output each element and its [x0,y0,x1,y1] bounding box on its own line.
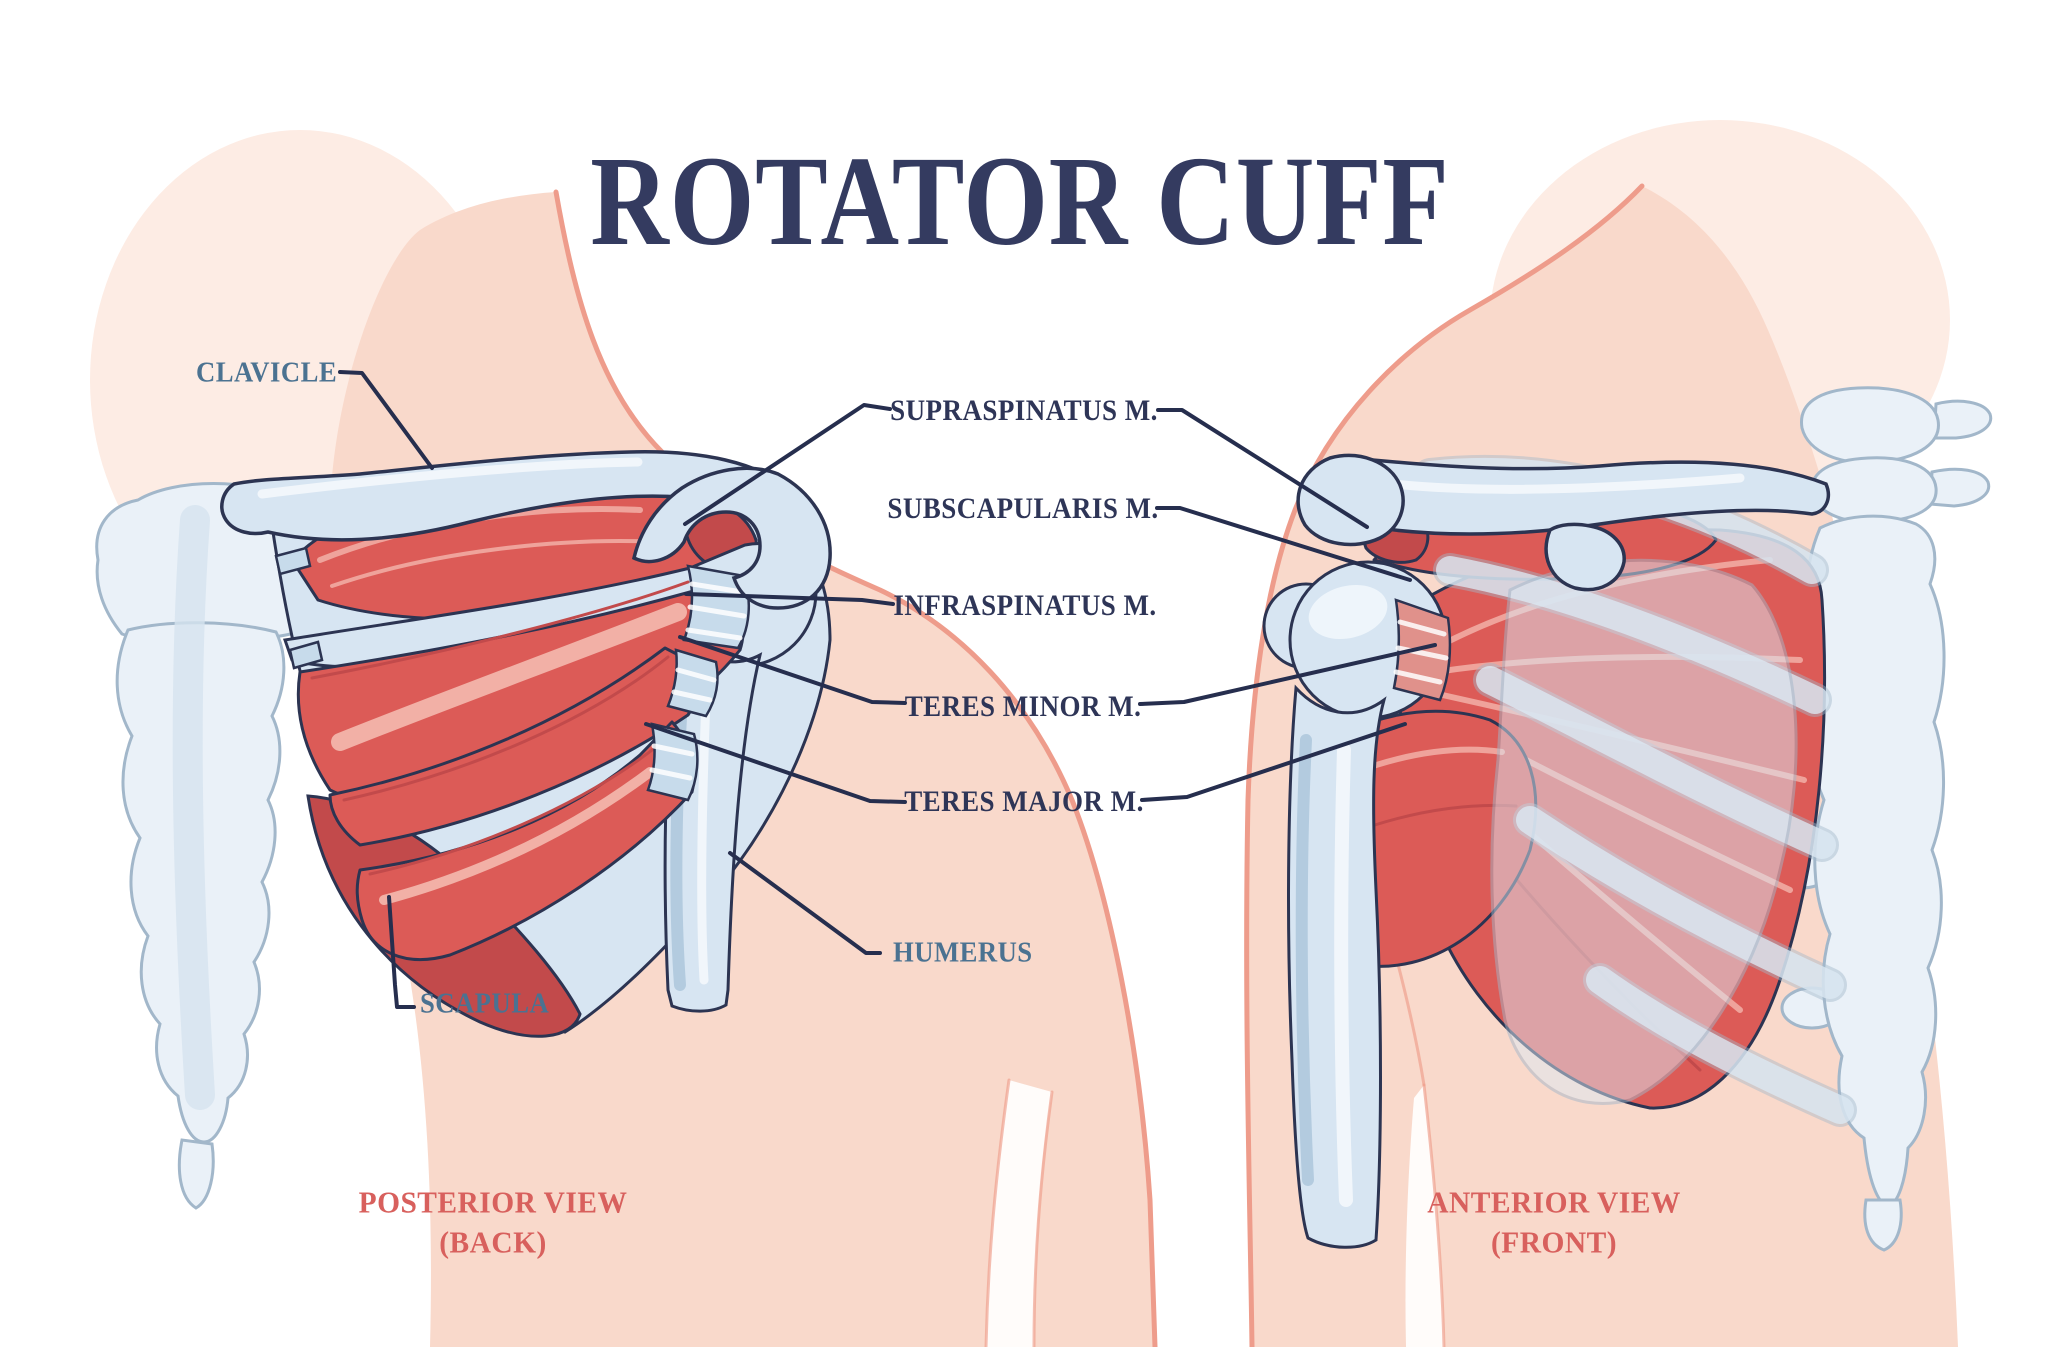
anterior-clavicle-bone [1296,453,1831,592]
posterior-figure [90,130,1158,1347]
supraspinatus-left-leader-line [683,403,892,526]
anterior-armpit-gap [1405,1085,1444,1347]
anterior-view-caption-line1: ANTERIOR VIEW [1427,1184,1681,1220]
anterior-figure [1244,120,1993,1347]
anterior-view-caption-line2: (FRONT) [1490,1224,1618,1259]
posterior-view-caption-line2: (BACK) [439,1224,547,1259]
supraspinatus-label: SUPRASPINATUS M. [890,394,1158,427]
teres-minor-left-leader-line [678,635,907,705]
humerus-leader-line [728,851,882,955]
supraspinatus-right-leader-line [1156,408,1369,529]
posterior-view-caption: POSTERIOR VIEW (BACK) [359,1182,628,1261]
subscapularis-label: SUBSCAPULARIS M. [887,492,1159,525]
posterior-armpit-crease [984,1078,1011,1347]
anterior-skin-outline [1244,183,1645,1347]
posterior-acromion-bone [631,466,832,610]
leader-lines [338,370,1437,1009]
posterior-view-caption-line1: POSTERIOR VIEW [358,1184,628,1220]
posterior-spine [95,482,331,1210]
anterior-humerus-bone [1262,560,1448,1249]
clavicle-leader-line [338,370,434,470]
anterior-acromion-bone [1296,453,1405,547]
teres-minor-label: TERES MINOR M. [904,690,1142,723]
teres-major-right-leader-line [1140,722,1407,802]
posterior-clavicle-bone [220,450,832,610]
teres-major-label: TERES MAJOR M. [904,785,1144,818]
scapula-leader-line [387,895,416,1009]
teres-minor-right-leader-line [1138,643,1437,706]
page-title: ROTATOR CUFF [590,130,1450,272]
posterior-teres-major-muscle [355,720,696,961]
infraspinatus-left-leader-line [684,592,895,606]
anterior-view-caption: ANTERIOR VIEW (FRONT) [1427,1182,1681,1261]
teres-major-left-leader-line [644,722,907,804]
clavicle-label: CLAVICLE [196,356,338,389]
scapula-label: SCAPULA [420,987,550,1020]
anterior-armpit-crease [1422,1083,1446,1347]
posterior-tendon-insertions [274,546,750,802]
anterior-subscapularis-tendon [1392,598,1452,702]
posterior-arm-crease [1032,1090,1054,1347]
posterior-skin-outline [553,189,1158,1347]
anterior-coracoid-bone [1544,522,1626,592]
humerus-label: HUMERUS [893,936,1033,969]
subscapularis-right-leader-line [1155,506,1412,582]
posterior-armpit-gap [986,1080,1052,1347]
infraspinatus-label: INFRASPINATUS M. [893,589,1157,622]
posterior-teres-minor-muscle [328,646,699,847]
anterior-scapula-plate [1490,558,1798,1105]
